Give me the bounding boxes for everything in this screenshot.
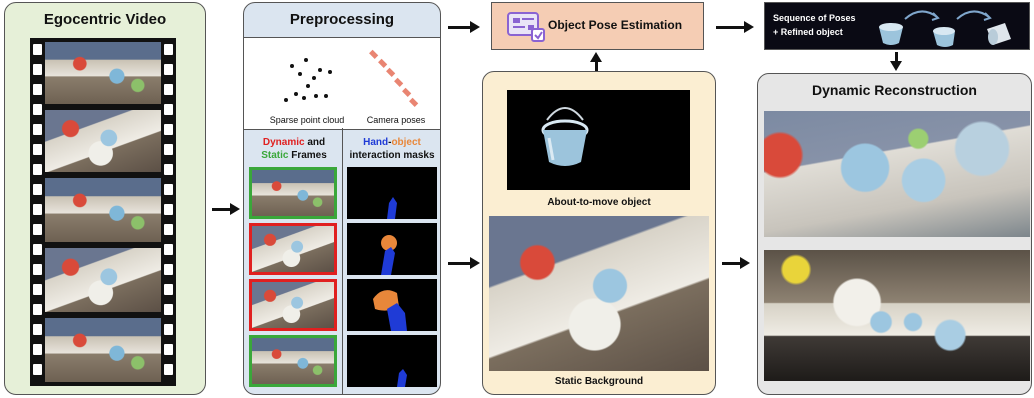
egocentric-video-title: Egocentric Video [43,11,167,28]
static-word: Static [261,150,289,161]
static-background-caption: Static Background [554,376,644,387]
mask-frame-3 [347,279,437,331]
about-to-move-object-image [507,90,690,190]
masks-header: Hand-object interaction masks [344,136,440,162]
arrow-object-to-dynamic [722,262,742,265]
interaction-masks-word: interaction masks [349,150,435,161]
pose-estimation-icon [507,12,545,42]
dynamic-frame-2 [249,279,337,331]
video-frame-1 [45,42,161,104]
static-background-image [489,216,709,371]
divider-vertical [342,128,343,394]
preprocessing-title: Preprocessing [289,11,395,28]
mask-frame-2 [347,223,437,275]
sparse-point-cloud [284,58,332,102]
pose-estimation-box: Object Pose Estimation [491,2,704,50]
point-cloud-caption: Sparse point cloud [269,115,345,125]
object-word: object [391,137,421,148]
arrow-sequence-to-dynamic [895,52,898,62]
arrow-preprocessing-to-pose [448,26,472,29]
arrow-object-to-pose [595,60,598,72]
frames-word: Frames [288,150,327,161]
dynamic-word: Dynamic [262,137,305,148]
sequence-poses-box: Sequence of Poses + Refined object [764,2,1030,50]
dash-word: - [388,137,392,148]
static-frame-1 [249,167,337,219]
about-to-move-caption: About-to-move object [547,197,651,208]
pose-estimation-title: Object Pose Estimation [548,18,683,32]
arrow-pose-to-sequence [716,26,746,29]
mask-frame-4 [347,335,437,387]
sequence-poses-line1: Sequence of Poses [773,13,856,23]
sequence-poses-line2: + Refined object [773,27,843,37]
video-frame-3 [45,178,161,242]
video-frame-4 [45,248,161,312]
video-frame-2 [45,110,161,172]
arrow-preprocessing-to-object [448,262,472,265]
dynamic-reconstruction-title: Dynamic Reconstruction [812,82,977,98]
hand-word: Hand [363,137,389,148]
camera-poses-caption: Camera poses [366,115,426,125]
film-strip [30,38,176,386]
camera-poses [369,49,419,107]
video-frame-5 [45,318,161,382]
dynamic-reconstruction-view-1 [764,111,1030,237]
frames-header: Dynamic and Static Frames [248,136,340,162]
geometry-box: Sparse point cloud Camera poses [244,37,440,130]
and-word: and [304,137,326,148]
dynamic-frame-1 [249,223,337,275]
arrow-video-to-preprocessing [212,208,232,211]
pose-sequence-illustration [879,10,1011,47]
dynamic-reconstruction-view-2 [764,250,1030,381]
mask-frame-1 [347,167,437,219]
static-frame-2 [249,335,337,387]
